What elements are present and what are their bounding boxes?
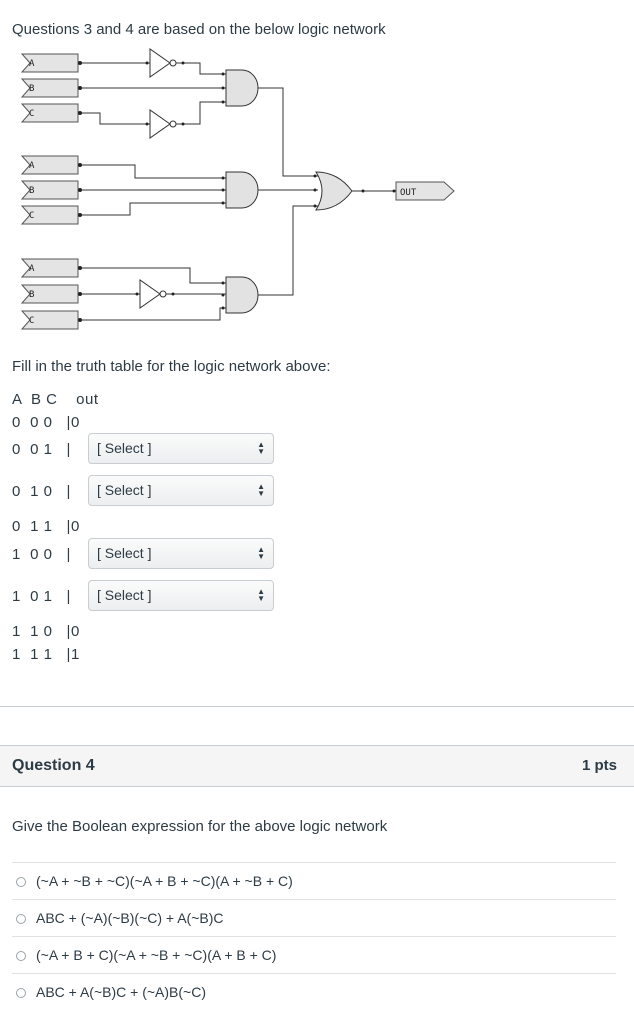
truth-table-row: 0 1 1 |0 bbox=[12, 518, 80, 535]
input-label: B bbox=[29, 186, 34, 196]
answer-option[interactable]: ABC + (~A)(~B)(~C) + A(~B)C bbox=[12, 899, 616, 936]
truth-table-header: A B C out bbox=[12, 391, 99, 408]
input-label: C bbox=[29, 211, 34, 221]
answer-select-010[interactable]: [ Select ]▲▼ bbox=[88, 475, 274, 506]
truth-table-row: 1 1 0 |0 bbox=[12, 623, 80, 640]
intro-text: Questions 3 and 4 are based on the below… bbox=[12, 21, 386, 38]
question-points: 1 pts bbox=[581, 757, 617, 774]
input-label: B bbox=[29, 84, 34, 94]
select-arrows-icon: ▲▼ bbox=[257, 440, 265, 456]
answer-select-001[interactable]: [ Select ]▲▼ bbox=[88, 433, 274, 464]
input-label: C bbox=[29, 316, 34, 326]
select-arrows-icon: ▲▼ bbox=[257, 587, 265, 603]
fill-instruction: Fill in the truth table for the logic ne… bbox=[12, 358, 331, 375]
radio-button[interactable] bbox=[16, 877, 26, 887]
question-title: Question 4 bbox=[12, 757, 95, 774]
output-label: OUT bbox=[400, 188, 417, 198]
truth-table-row: 1 1 1 |1 bbox=[12, 646, 80, 663]
logic-network-diagram: A B C A B C A B C OUT bbox=[20, 48, 455, 330]
input-label: A bbox=[29, 264, 35, 274]
answer-select-101[interactable]: [ Select ]▲▼ bbox=[88, 580, 274, 611]
input-label: A bbox=[29, 161, 35, 171]
answer-option[interactable]: ABC + A(~B)C + (~A)B(~C) bbox=[12, 973, 616, 1010]
answer-option[interactable]: (~A + ~B + ~C)(~A + B + ~C)(A + ~B + C) bbox=[12, 862, 616, 899]
input-label: A bbox=[29, 59, 35, 69]
truth-table-row: 1 0 0 | bbox=[12, 546, 71, 563]
question-4-header: Question 4 1 pts bbox=[0, 745, 634, 787]
answer-option[interactable]: (~A + B + C)(~A + ~B + ~C)(A + B + C) bbox=[12, 936, 616, 973]
answer-label: ABC + A(~B)C + (~A)B(~C) bbox=[36, 984, 206, 1000]
truth-table-row: 0 1 0 | bbox=[12, 483, 71, 500]
select-arrows-icon: ▲▼ bbox=[257, 482, 265, 498]
truth-table-row: 1 0 1 | bbox=[12, 588, 71, 605]
answer-select-100[interactable]: [ Select ]▲▼ bbox=[88, 538, 274, 569]
input-label: C bbox=[29, 109, 34, 119]
select-arrows-icon: ▲▼ bbox=[257, 545, 265, 561]
answer-label: ABC + (~A)(~B)(~C) + A(~B)C bbox=[36, 910, 224, 926]
input-label: B bbox=[29, 290, 34, 300]
radio-button[interactable] bbox=[16, 988, 26, 998]
truth-table-row: 0 0 0 |0 bbox=[12, 414, 80, 431]
answer-label: (~A + ~B + ~C)(~A + B + ~C)(A + ~B + C) bbox=[36, 873, 293, 889]
question-4-text: Give the Boolean expression for the abov… bbox=[12, 818, 388, 835]
radio-button[interactable] bbox=[16, 914, 26, 924]
truth-table-row: 0 0 1 | bbox=[12, 441, 71, 458]
question-divider bbox=[0, 706, 634, 707]
answer-label: (~A + B + C)(~A + ~B + ~C)(A + B + C) bbox=[36, 947, 277, 963]
radio-button[interactable] bbox=[16, 951, 26, 961]
